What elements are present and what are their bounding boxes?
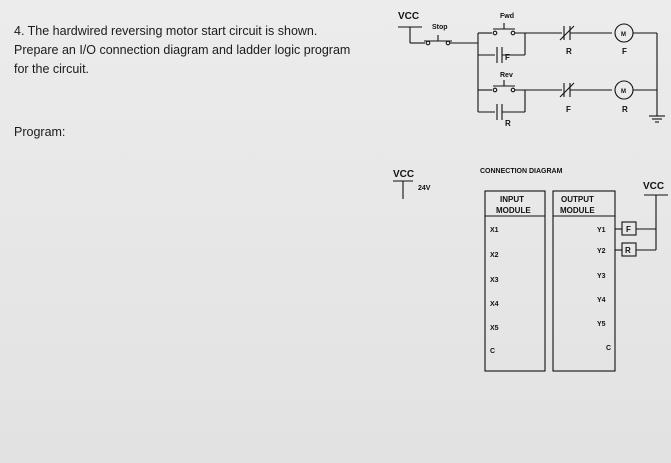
connection-diagram (393, 180, 668, 372)
input-title-2: MODULE (496, 206, 531, 215)
interlock-f-label: F (566, 105, 571, 114)
coil-r-box-label: R (625, 246, 631, 255)
interlock-r-label: R (566, 47, 572, 56)
stop-pushbutton (424, 35, 452, 46)
input-x1: X1 (490, 227, 499, 234)
input-x3: X3 (490, 277, 499, 284)
output-title-2: MODULE (560, 206, 595, 215)
output-y1: Y1 (597, 227, 606, 234)
circuit-vcc-label: VCC (398, 11, 419, 22)
hardwired-circuit (398, 23, 665, 123)
rev-pushbutton (492, 80, 516, 93)
input-x2: X2 (490, 252, 499, 259)
output-y2: Y2 (597, 248, 606, 255)
conn-vcc-right: VCC (643, 181, 664, 192)
fwd-pushbutton (492, 23, 516, 36)
output-module (552, 190, 616, 372)
question-text: 4. The hardwired reversing motor start c… (14, 22, 394, 79)
input-module (484, 190, 546, 372)
input-common: C (490, 348, 495, 355)
input-x5: X5 (490, 325, 499, 332)
seal-f-label: F (505, 53, 510, 62)
motor-r-m: M (621, 89, 626, 95)
output-common: C (606, 345, 611, 352)
coil-r-label: R (622, 105, 628, 114)
ground-symbol (649, 115, 665, 123)
input-title-1: INPUT (500, 195, 524, 204)
f-seal-contact (496, 47, 503, 63)
fwd-label: Fwd (500, 13, 514, 20)
question-line-3: for the circuit. (14, 62, 90, 76)
connection-title: CONNECTION DIAGRAM (480, 168, 563, 175)
program-label: Program: (14, 125, 66, 139)
conn-voltage: 24V (418, 185, 431, 192)
output-y3: Y3 (597, 273, 606, 280)
r-seal-contact (496, 104, 503, 120)
input-x4: X4 (490, 301, 499, 308)
conn-vcc-left: VCC (393, 169, 414, 180)
question-line-2: Prepare an I/O connection diagram and la… (14, 43, 351, 57)
coil-f-label: F (622, 47, 627, 56)
rev-label: Rev (500, 72, 513, 79)
coil-f-box-label: F (626, 225, 631, 234)
seal-r-label: R (505, 119, 511, 128)
output-y4: Y4 (597, 297, 606, 304)
question-line-1: 4. The hardwired reversing motor start c… (14, 24, 318, 38)
output-title-1: OUTPUT (561, 195, 594, 204)
motor-f-m: M (621, 32, 626, 38)
output-y5: Y5 (597, 321, 606, 328)
stop-label: Stop (432, 24, 448, 31)
